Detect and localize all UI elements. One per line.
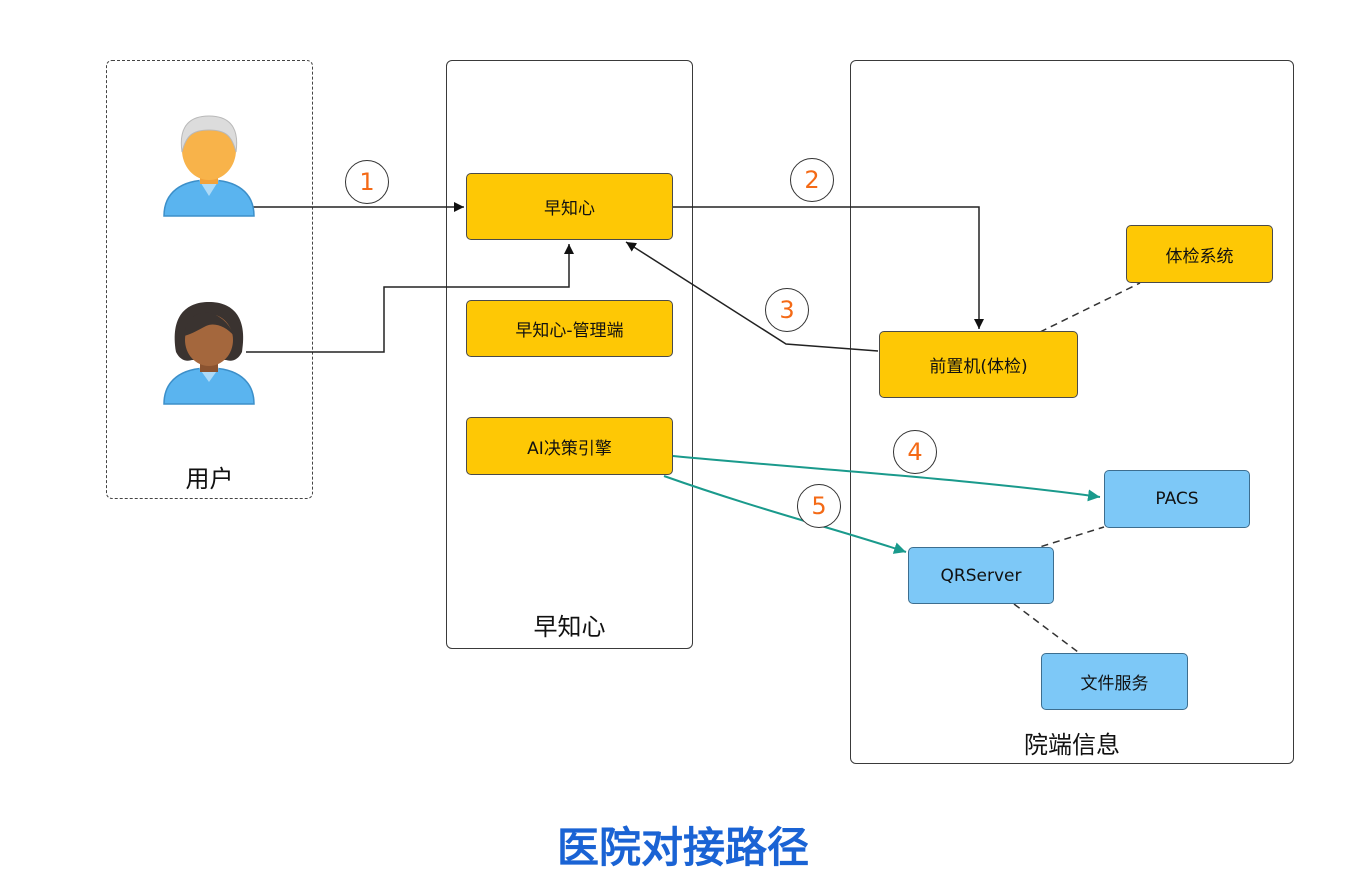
female-user-icon (163, 302, 255, 405)
step-3-badge: 3 (765, 288, 809, 332)
pacs-node[interactable]: PACS (1104, 470, 1250, 528)
ai-engine-node[interactable]: AI决策引擎 (466, 417, 673, 475)
zaozhixin-group-label: 早知心 (533, 613, 606, 641)
step-1-badge: 1 (345, 160, 389, 204)
hospital-group-label: 院端信息 (1024, 731, 1120, 759)
diagram-title: 医院对接路径 (556, 823, 809, 872)
hospital-group: 院端信息 (850, 60, 1294, 764)
zaozhixin-group: 早知心 (446, 60, 693, 649)
step-5-badge: 5 (797, 484, 841, 528)
users-group-label: 用户 (185, 465, 234, 493)
link-qrserver-fileservice (1013, 603, 1079, 653)
qrserver-node[interactable]: QRServer (908, 547, 1054, 604)
edge-user2-to-zaozhixin (246, 244, 574, 353)
edge-zaozhixin-to-frontend (673, 206, 984, 329)
edge-ai-to-qrserver (663, 475, 907, 554)
step-2-badge: 2 (790, 158, 834, 202)
zaozhixin-node[interactable]: 早知心 (466, 173, 673, 240)
file-service-node[interactable]: 文件服务 (1041, 653, 1188, 710)
link-frontend-checkup (1039, 282, 1141, 333)
edge-ai-to-pacs (672, 455, 1101, 502)
admin-node[interactable]: 早知心-管理端 (466, 300, 673, 357)
link-qrserver-pacs (1029, 526, 1105, 551)
checkup-system-node[interactable]: 体检系统 (1126, 225, 1273, 283)
users-group: 用户 (106, 60, 313, 499)
step-4-badge: 4 (893, 430, 937, 474)
edge-frontend-to-zaozhixin (625, 241, 879, 352)
frontend-node[interactable]: 前置机(体检) (879, 331, 1078, 398)
elderly-user-icon (163, 115, 255, 217)
